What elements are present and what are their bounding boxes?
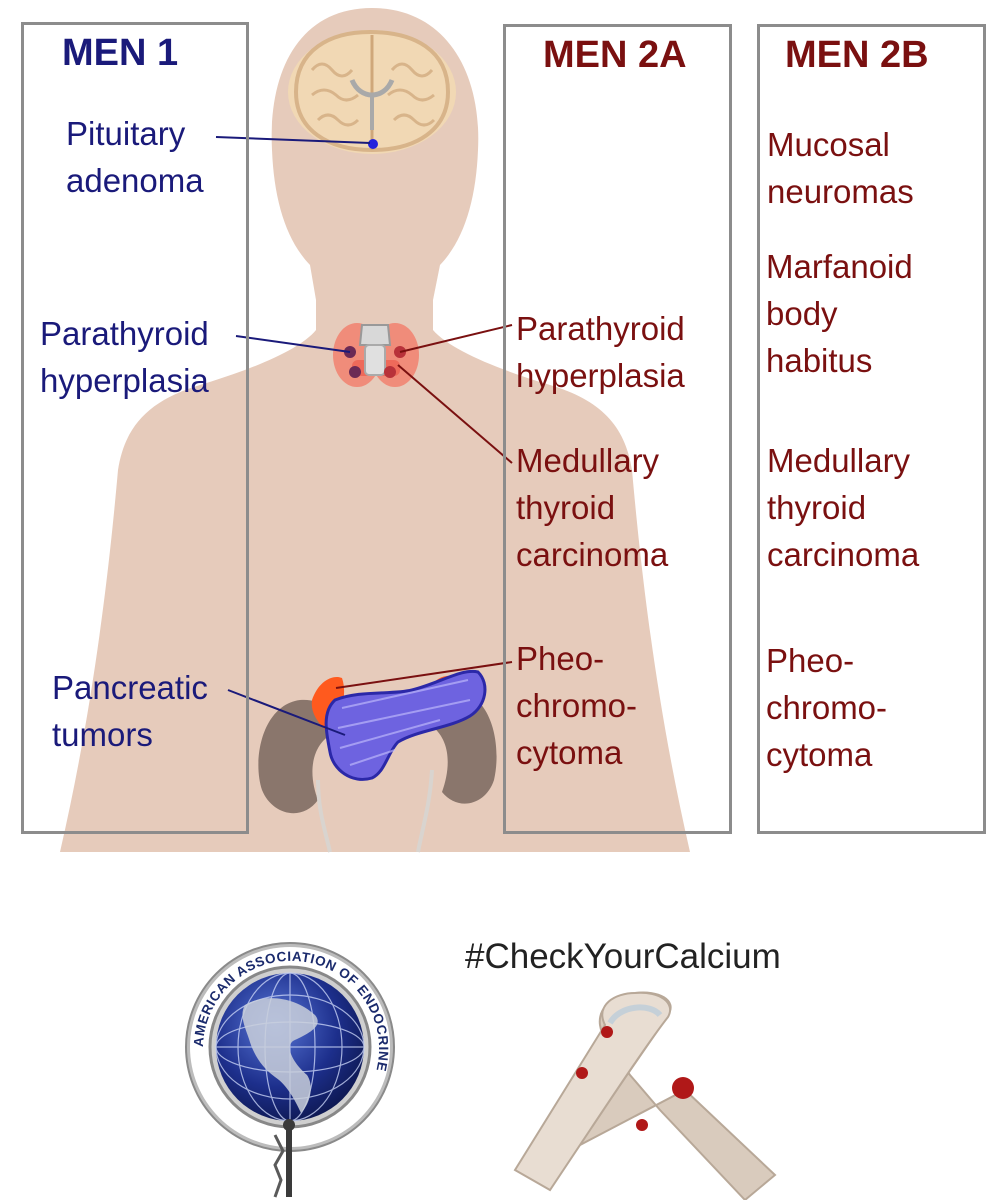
hashtag-text: #CheckYourCalcium: [465, 937, 781, 976]
men2a-header: MEN 2A: [543, 34, 687, 76]
men2b-medullary-label: Medullary thyroid carcinoma: [767, 442, 920, 573]
pancreas-icon: [324, 669, 487, 781]
men1-pancreatic-label: Pancreatic tumors: [52, 669, 208, 753]
pituitary-dot: [368, 139, 378, 149]
torso-silhouette: [60, 285, 690, 852]
men2b-panel: [757, 24, 986, 834]
men1-parathyroid-label: Parathyroid hyperplasia: [40, 315, 209, 399]
thyroid-icon: [333, 323, 419, 387]
left-kidney-icon: [258, 699, 333, 814]
men2a-medullary-label: Medullary thyroid carcinoma: [516, 442, 669, 573]
men2a-panel: [503, 24, 732, 834]
men2b-header: MEN 2B: [785, 34, 929, 76]
brain-icon: [288, 29, 456, 154]
ureters: [316, 769, 434, 853]
awareness-ribbon-icon: [513, 991, 777, 1200]
men2a-pheo-label: Pheo- chromo- cytoma: [516, 640, 638, 771]
men1-panel: [21, 22, 249, 834]
men2b-marfanoid-label: Marfanoid body habitus: [766, 248, 913, 379]
men2b-mucosal-label: Mucosal neuromas: [767, 126, 914, 210]
body-illustration: [60, 8, 690, 853]
men2b-pheo-label: Pheo- chromo- cytoma: [766, 642, 888, 773]
men2a-parathyroid-label: Parathyroid hyperplasia: [516, 310, 685, 394]
men1-pituitary-label: Pituitary adenoma: [66, 115, 204, 199]
aaes-seal-logo: AMERICAN ASSOCIATION OF ENDOCRINE SURGEO…: [175, 935, 395, 1198]
connector-lines: [215, 136, 513, 736]
men1-header: MEN 1: [62, 32, 179, 74]
